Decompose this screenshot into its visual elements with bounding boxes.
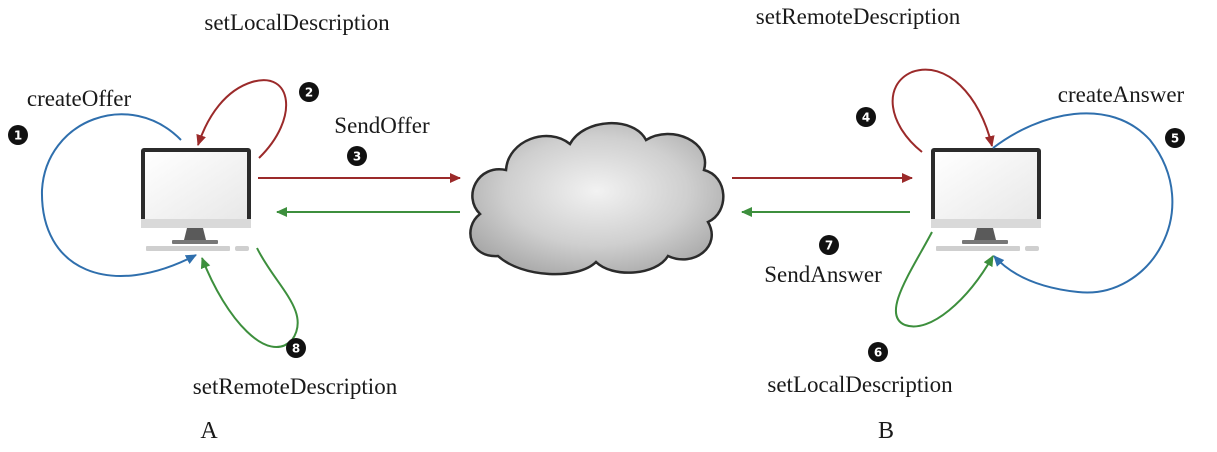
- step-8-marker: 8: [286, 338, 306, 358]
- step-2-number: 2: [305, 86, 313, 100]
- step-1-number: 1: [14, 129, 22, 143]
- computer-a-icon: [141, 148, 251, 251]
- step-5-number: 5: [1171, 132, 1179, 146]
- b-set-local-description-label: setLocalDescription: [767, 372, 953, 397]
- step-8-number: 8: [292, 342, 300, 356]
- step-7-number: 7: [825, 239, 833, 253]
- peer-b-label: B: [878, 418, 894, 444]
- send-offer-label: SendOffer: [334, 113, 430, 138]
- create-offer-label: createOffer: [27, 86, 132, 111]
- a-set-local-loop: [196, 79, 288, 159]
- a-set-remote-loop: [200, 247, 299, 348]
- a-set-remote-description-label: setRemoteDescription: [193, 374, 398, 399]
- create-answer-loop: [992, 112, 1174, 294]
- b-set-remote-loop: [891, 68, 995, 153]
- step-3-marker: 3: [347, 146, 367, 166]
- b-set-local-loop: [894, 231, 994, 328]
- b-set-remote-description-label: setRemoteDescription: [756, 4, 961, 29]
- create-offer-loop: [40, 113, 197, 277]
- step-6-number: 6: [874, 346, 882, 360]
- create-answer-label: createAnswer: [1058, 82, 1185, 107]
- step-3-number: 3: [353, 150, 361, 164]
- step-2-marker: 2: [299, 82, 319, 102]
- a-set-local-description-label: setLocalDescription: [204, 10, 390, 35]
- step-1-marker: 1: [8, 125, 28, 145]
- step-6-marker: 6: [868, 342, 888, 362]
- step-4-number: 4: [862, 111, 870, 125]
- step-7-marker: 7: [819, 235, 839, 255]
- peer-a-label: A: [200, 418, 218, 444]
- step-4-marker: 4: [856, 107, 876, 127]
- computer-b-icon: [931, 148, 1041, 251]
- step-5-marker: 5: [1165, 128, 1185, 148]
- send-answer-label: SendAnswer: [764, 262, 882, 287]
- cloud-icon: [469, 121, 725, 276]
